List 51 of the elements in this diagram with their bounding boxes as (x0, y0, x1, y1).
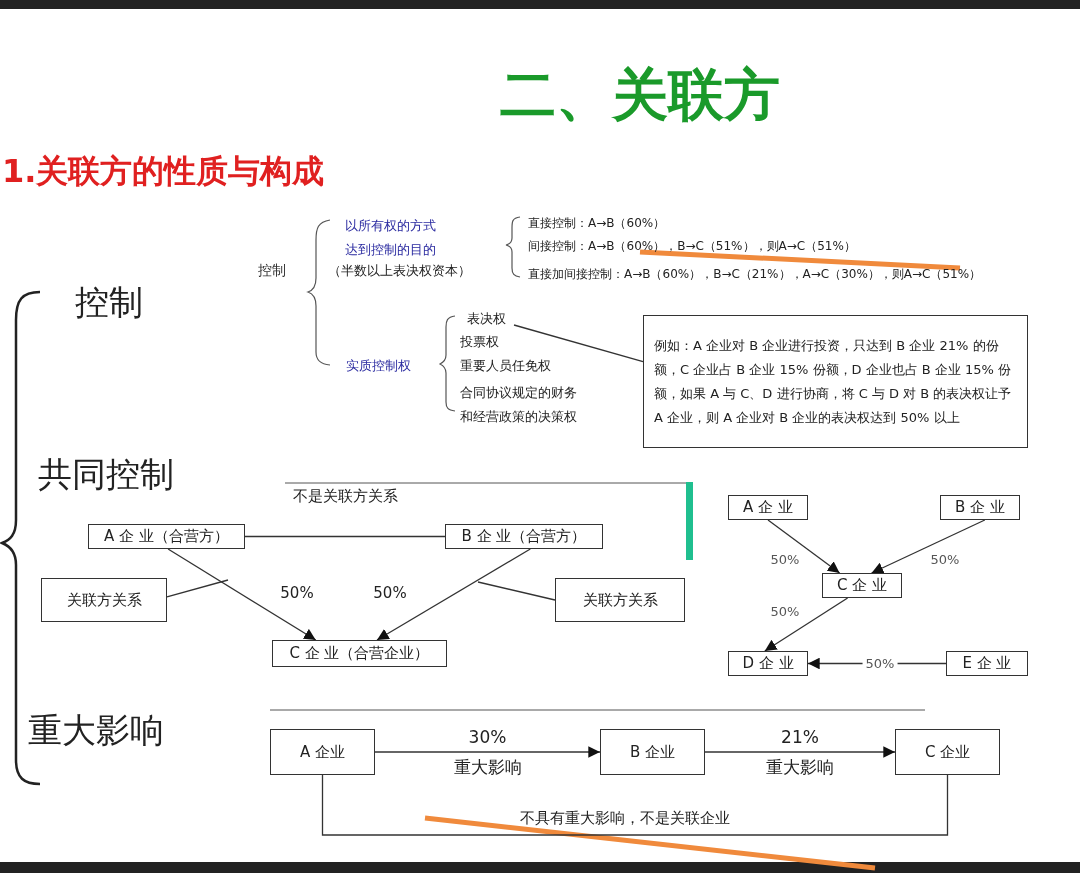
entity-box: B 企业 (600, 729, 705, 775)
label-text: 重要人员任免权 (460, 357, 551, 375)
entity-box: A 企 业 (728, 495, 808, 520)
label-text: 直接控制：A→B（60%） (528, 215, 666, 232)
entity-box: A 企业 (270, 729, 375, 775)
entity-box: B 企 业 (940, 495, 1020, 520)
edge-label: 21% 重大影响 (765, 726, 835, 779)
heading: 控制 (75, 281, 143, 324)
entity-box: A 企 业（合营方） (88, 524, 245, 549)
entity-box: D 企 业 (728, 651, 808, 676)
edge-label: 50% (770, 551, 800, 567)
title: 二、关联方 (500, 61, 780, 129)
label-text: 投票权 (460, 333, 499, 351)
arrow (870, 519, 986, 574)
arrow (767, 519, 841, 574)
connector-line (321, 774, 949, 836)
label-text: 直接加间接控制：A→B（60%），B→C（21%），A→C（30%），则A→C（51%） (528, 266, 983, 283)
connector-line (244, 535, 446, 538)
node-text: 表决权 (458, 309, 514, 329)
edge-label: 不具有重大影响，不是关联企业 (520, 808, 730, 828)
entity-box: C 企 业 (822, 573, 902, 598)
label-text: 控制 (258, 262, 286, 280)
connector-line (166, 579, 229, 598)
arrow (167, 548, 317, 641)
arrow (704, 746, 896, 758)
edge-label: 50% (373, 584, 407, 602)
label-text: 以所有权的方式达到控制的目的 (345, 217, 437, 259)
entity-box: C 企 业（合营企业） (272, 640, 447, 667)
label-text: 间接控制：A→B（60%），B→C（51%），则A→C（51%） (528, 238, 856, 255)
label-text: 实质控制权 (346, 357, 411, 375)
entity-box: 关联方关系 (555, 578, 685, 622)
edge-label: 50% (770, 603, 800, 619)
arrow (374, 746, 601, 758)
entity-box: 关联方关系 (41, 578, 167, 622)
arrow (376, 548, 531, 641)
connector-line (513, 324, 644, 363)
entity-box: B 企 业（合营方） (445, 524, 603, 549)
label-text: （半数以上表决权资本） (328, 262, 471, 280)
label-text: 合同协议规定的财务和经营政策的决策权 (460, 384, 578, 426)
heading: 1.关联方的性质与构成 (2, 151, 325, 192)
note-box: 例如：A 企业对 B 企业进行投资，只达到 B 企业 21% 的份额，C 企业占 B 企业 15% 份额，D 企业也占 B 企业 15% 份额，如果 A 与 C、D 进行协商，将 C 与 D 对 B 的表决权让予 A 企业，则 A 企业对 B 企业的表决权达到 50% 以上 (643, 315, 1028, 448)
heading: 重大影响 (28, 709, 164, 752)
edge-label: 不是关联方关系 (292, 486, 398, 506)
entity-box: C 企业 (895, 729, 1000, 775)
entity-box: E 企 业 (946, 651, 1028, 676)
heading: 共同控制 (38, 453, 174, 496)
edge-label: 30% 重大影响 (452, 726, 523, 779)
arrow (764, 597, 849, 652)
edge-label: 50% (280, 584, 314, 602)
connector-line (477, 581, 556, 601)
edge-label: 50% (930, 551, 960, 567)
